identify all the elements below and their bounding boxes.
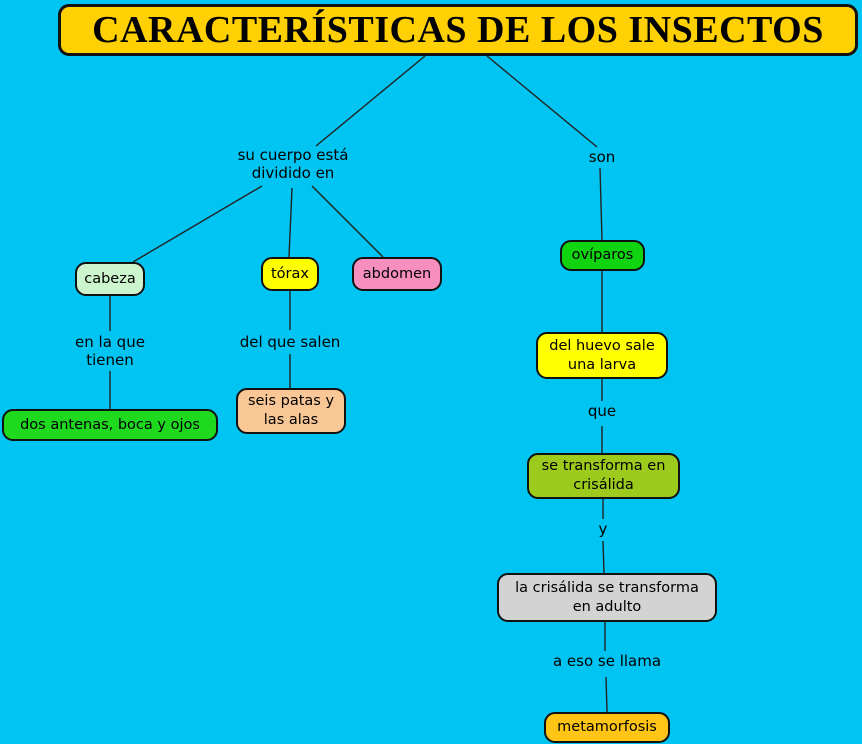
edge-aeso-metamorfosis [605, 676, 608, 713]
concept-del-huevo-sale-una-larva[interactable]: del huevo sale una larva [536, 332, 668, 379]
concept-se-transforma-en-crisalida[interactable]: se transforma en crisálida [527, 453, 680, 499]
linking-phrase-del-que-salen[interactable]: del que salen [239, 333, 341, 351]
concept-dos-antenas-boca-y-ojos[interactable]: dos antenas, boca y ojos [2, 409, 218, 441]
concept-seis-patas-y-las-alas[interactable]: seis patas y las alas [236, 388, 346, 434]
concept-abdomen[interactable]: abdomen [352, 257, 442, 291]
edge-divided-torax [288, 187, 293, 258]
concept-metamorfosis[interactable]: metamorfosis [544, 712, 670, 743]
edge-divided-abdomen [311, 185, 384, 258]
linking-phrase-son[interactable]: son [588, 148, 616, 166]
edge-title-divided [315, 55, 426, 147]
linking-phrase-divided[interactable]: su cuerpo está dividido en [237, 146, 349, 182]
concept-oviparos[interactable]: ovíparos [560, 240, 645, 271]
edge-divided-cabeza [132, 185, 263, 263]
map-title[interactable]: CARACTERÍSTICAS DE LOS INSECTOS [58, 4, 858, 56]
linking-phrase-que[interactable]: que [587, 402, 617, 420]
edge-y-adulto [602, 540, 605, 574]
linking-phrase-y[interactable]: y [598, 520, 608, 538]
edge-son-oviparos [599, 167, 603, 241]
concept-torax[interactable]: tórax [261, 257, 319, 291]
linking-phrase-en-la-que-tienen[interactable]: en la que tienen [75, 333, 145, 369]
edge-title-son [486, 55, 598, 148]
concept-cabeza[interactable]: cabeza [75, 262, 145, 296]
concept-crisalida-se-transforma-en-adulto[interactable]: la crisálida se transforma en adulto [497, 573, 717, 622]
linking-phrase-a-eso-se-llama[interactable]: a eso se llama [552, 652, 662, 670]
